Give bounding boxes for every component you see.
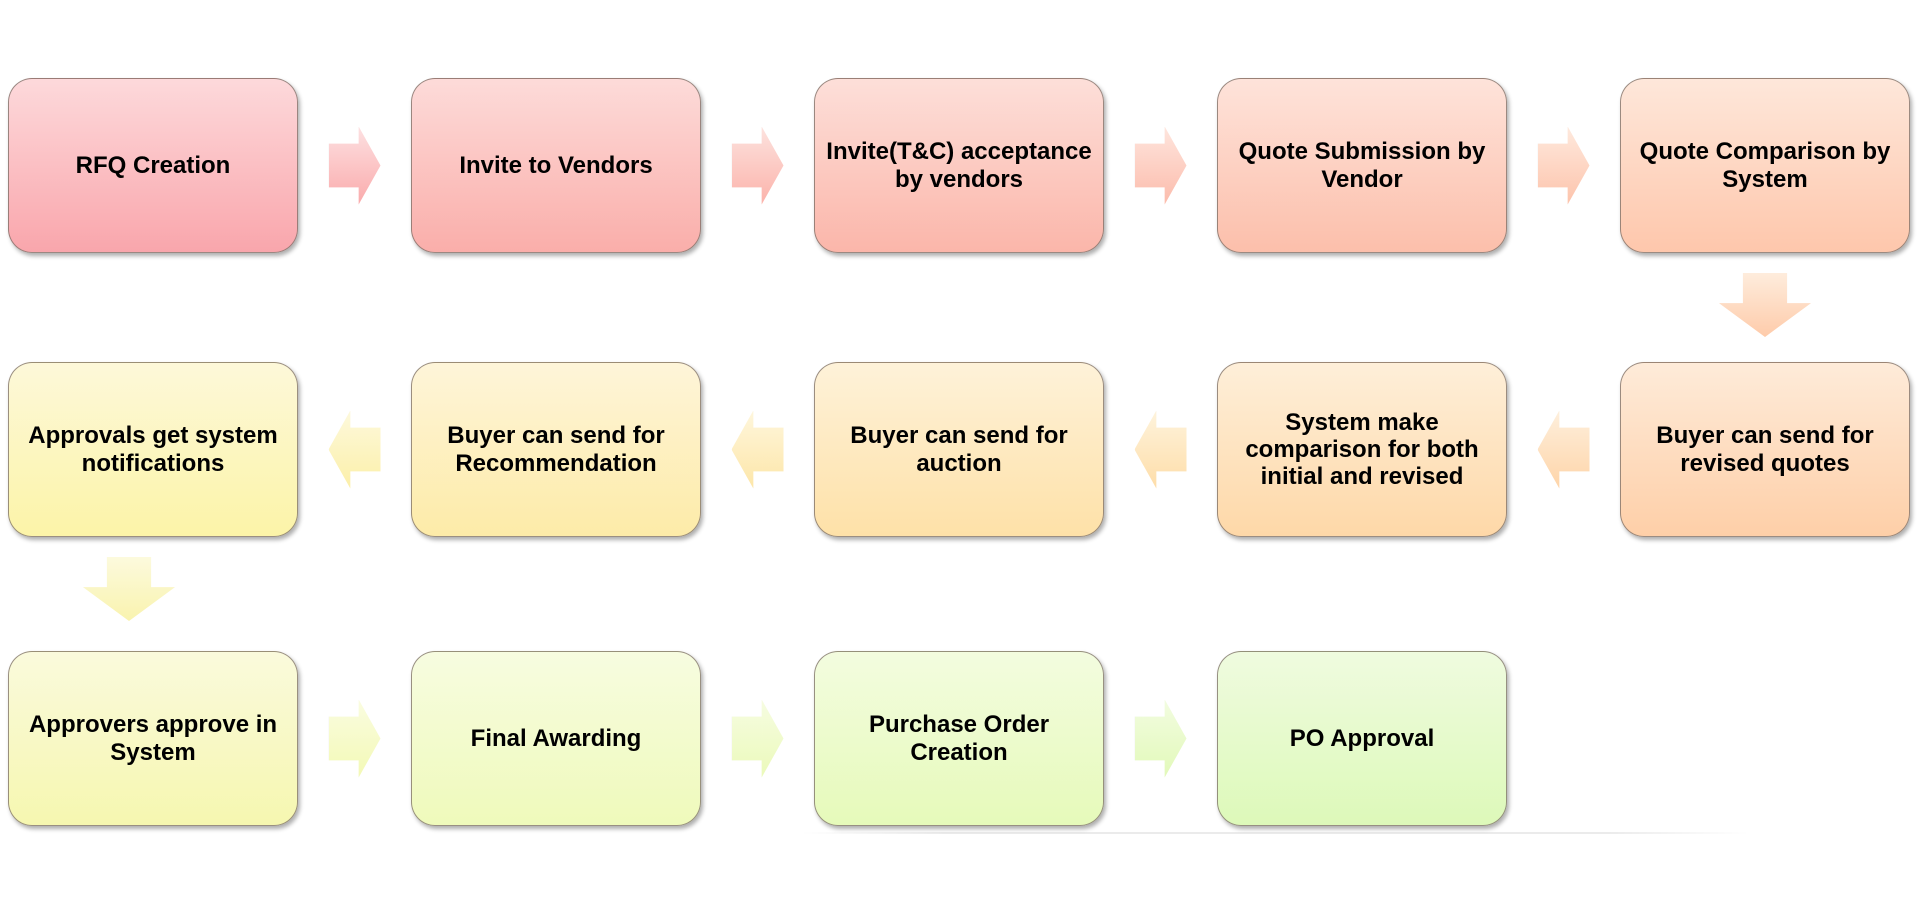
arrow-right-icon xyxy=(328,126,381,205)
arrow-down-icon xyxy=(83,557,175,621)
flow-node-approvals-notifications: Approvals get system notifications xyxy=(8,362,298,537)
flow-node-invite-to-vendors: Invite to Vendors xyxy=(411,78,701,253)
arrow-right-icon xyxy=(1134,699,1187,778)
flow-node-label: Quote Comparison by System xyxy=(1639,138,1898,193)
flow-node-quote-submission: Quote Submission by Vendor xyxy=(1217,78,1507,253)
flow-node-send-for-auction: Buyer can send for auction xyxy=(814,362,1104,537)
flow-node-invite-tc-acceptance: Invite(T&C) acceptance by vendors xyxy=(814,78,1104,253)
flow-node-system-comparison: System make comparison for both initial … xyxy=(1217,362,1507,537)
arrow-right-icon xyxy=(328,699,381,778)
arrow-right-icon xyxy=(731,126,784,205)
flow-node-approvers-approve: Approvers approve in System xyxy=(8,651,298,826)
flow-node-label: Quote Submission by Vendor xyxy=(1238,138,1493,193)
flow-node-po-approval: PO Approval xyxy=(1217,651,1507,826)
flow-node-label: Buyer can send for revised quotes xyxy=(1656,422,1881,477)
flow-node-label: Final Awarding xyxy=(470,724,642,752)
flow-node-label: Approvals get system notifications xyxy=(28,422,285,477)
arrow-down-icon xyxy=(1719,273,1811,337)
flow-node-label: Buyer can send for Recommendation xyxy=(447,422,672,477)
arrow-left-icon xyxy=(328,410,381,489)
flow-node-quote-comparison: Quote Comparison by System xyxy=(1620,78,1910,253)
flow-node-label: Approvers approve in System xyxy=(28,711,284,766)
arrow-right-icon xyxy=(731,699,784,778)
flow-node-label: Purchase Order Creation xyxy=(868,711,1056,766)
flow-node-send-for-recommendation: Buyer can send for Recommendation xyxy=(411,362,701,537)
flow-node-label: Invite(T&C) acceptance by vendors xyxy=(826,138,1106,193)
flow-node-label: System make comparison for both initial … xyxy=(1245,408,1486,491)
arrow-right-icon xyxy=(1537,126,1590,205)
flow-node-label: Invite to Vendors xyxy=(459,151,653,179)
flow-node-purchase-order-creation: Purchase Order Creation xyxy=(814,651,1104,826)
flow-node-final-awarding: Final Awarding xyxy=(411,651,701,826)
flow-node-label: Buyer can send for auction xyxy=(850,422,1075,477)
flow-node-revised-quotes: Buyer can send for revised quotes xyxy=(1620,362,1910,537)
arrow-left-icon xyxy=(1134,410,1187,489)
flow-node-label: PO Approval xyxy=(1289,724,1435,752)
arrow-right-icon xyxy=(1134,126,1187,205)
flow-node-rfq-creation: RFQ Creation xyxy=(8,78,298,253)
flow-node-label: RFQ Creation xyxy=(75,151,231,179)
arrow-left-icon xyxy=(731,410,784,489)
arrow-left-icon xyxy=(1537,410,1590,489)
bottom-divider xyxy=(800,832,1750,834)
